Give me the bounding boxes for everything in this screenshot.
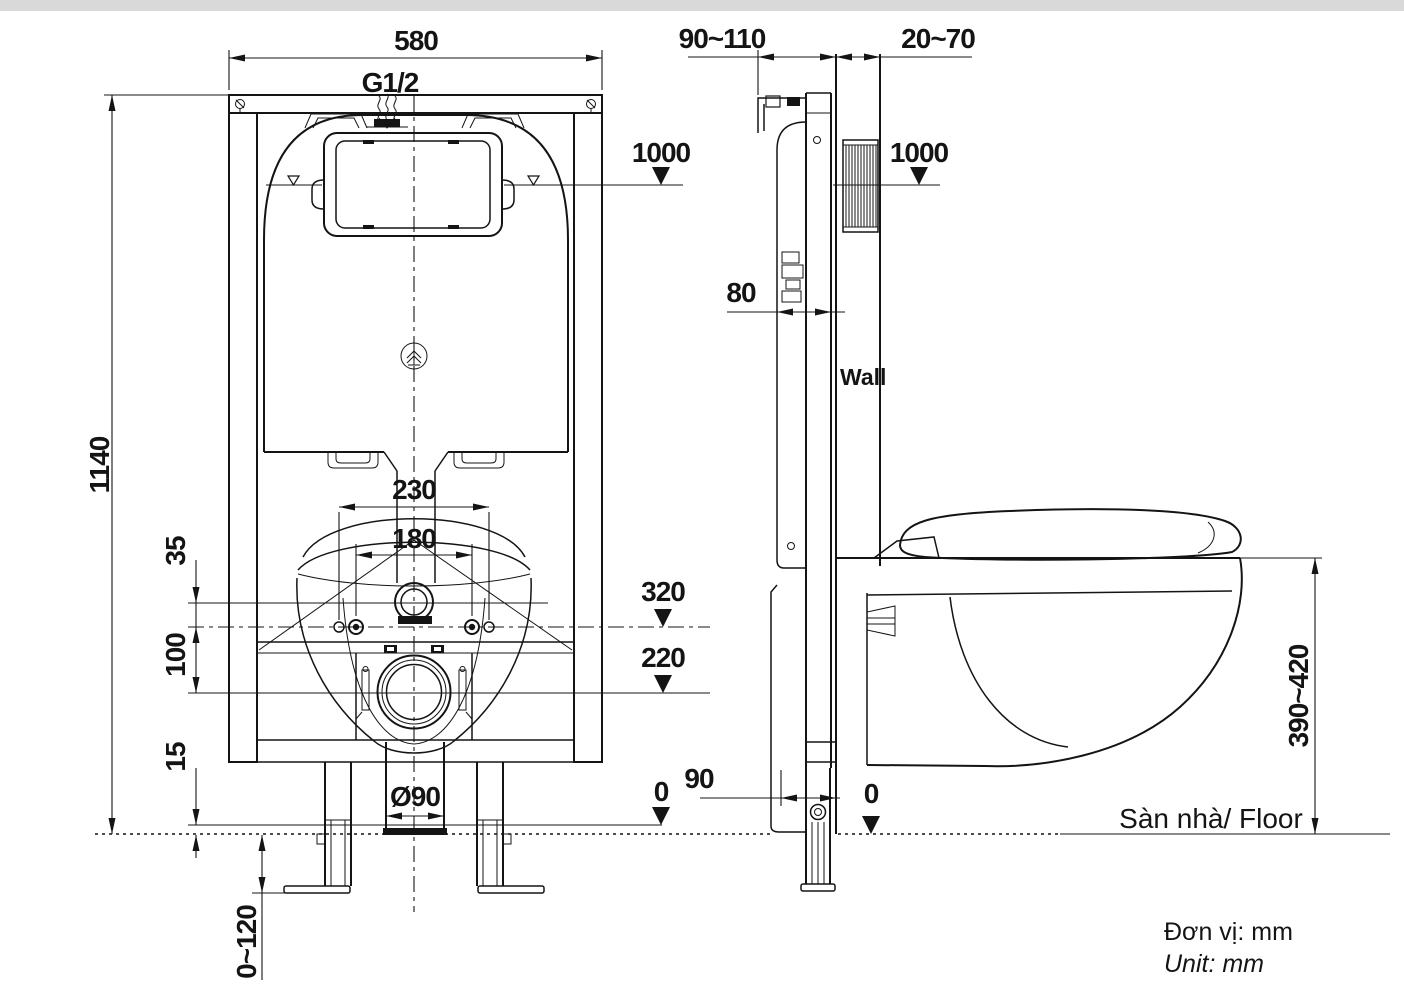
- mounting-plate: [257, 641, 573, 740]
- level-320: 320: [641, 576, 685, 607]
- water-level-marks: [266, 175, 683, 187]
- level-1000: 1000: [632, 137, 691, 168]
- seat-hinge: [871, 536, 940, 559]
- cistern-side: [776, 121, 807, 569]
- front-view: 580 G1/2 1140 1000 230 180: [84, 25, 710, 980]
- cistern-front: [263, 113, 683, 472]
- drain-pipe: [383, 742, 447, 835]
- valve-bracket: [781, 251, 804, 303]
- dim-35: 35: [160, 536, 191, 566]
- foot-plate: [477, 885, 545, 894]
- diagonal-brace: [413, 539, 573, 651]
- hanger-bracket: [757, 95, 806, 133]
- frame-legs: [283, 762, 545, 894]
- foot-plate: [283, 885, 351, 894]
- frame-leg-side: [800, 768, 836, 892]
- wall: Wall: [835, 54, 886, 834]
- flush-pipe: [396, 471, 436, 583]
- level-220: 220: [641, 642, 685, 673]
- floor-label: Sàn nhà/ Floor: [1119, 803, 1303, 834]
- waste-outlet: [355, 654, 473, 730]
- toilet-side: [836, 508, 1243, 768]
- dim-drain-90: Ø90: [390, 781, 440, 812]
- front-dimensions: 580 G1/2 1140 1000 230 180: [84, 25, 710, 980]
- side-view: Wall: [679, 23, 1322, 892]
- dim-390-420: 390~420: [1283, 644, 1314, 747]
- brand-emblem-icon: [400, 342, 428, 370]
- dim-180: 180: [392, 523, 436, 554]
- outlet-clamp: [355, 666, 473, 720]
- flush-bend-side: [770, 584, 806, 833]
- seat-cover: [898, 508, 1242, 561]
- unit-note-vi: Đơn vị: mm: [1164, 918, 1293, 946]
- level-0-side: 0: [864, 778, 879, 809]
- level-0-front: 0: [654, 776, 669, 807]
- dim-90-offset: 90: [684, 763, 714, 794]
- wall-label: Wall: [840, 364, 886, 390]
- access-panel: [311, 132, 515, 237]
- dim-580: 580: [394, 25, 438, 56]
- dim-230: 230: [392, 474, 436, 505]
- frame-side: [757, 92, 836, 892]
- dim-feet-range: 0~120: [231, 905, 262, 979]
- dim-1140: 1140: [84, 436, 115, 493]
- flush-connection: [394, 582, 434, 624]
- flush-plate-block: [842, 139, 879, 233]
- dim-80: 80: [726, 277, 756, 308]
- frame-front: [228, 94, 603, 763]
- unit-notes: Đơn vị: mm Unit: mm: [1164, 918, 1293, 978]
- dim-20-70: 20~70: [901, 23, 975, 54]
- water-supply-icon: [377, 93, 397, 129]
- unit-note-en: Unit: mm: [1164, 950, 1264, 978]
- dim-g12: G1/2: [362, 67, 419, 98]
- spray-nozzle: [866, 605, 896, 637]
- dim-90-110: 90~110: [679, 23, 766, 54]
- dim-15: 15: [160, 742, 191, 772]
- dim-100: 100: [160, 633, 191, 677]
- bowl-outline: [866, 557, 1243, 768]
- bowl-inner-curve: [949, 596, 1069, 748]
- diagonal-brace: [258, 539, 415, 651]
- water-inlet-fitting: [374, 119, 400, 127]
- level-1000-side: 1000: [890, 137, 949, 168]
- side-dimensions: 90~110 20~70 1000 80 90 0 390~420 Sàn n: [679, 23, 1322, 834]
- top-gray-bar: [0, 0, 1404, 11]
- corner-screw-icon: [235, 99, 596, 114]
